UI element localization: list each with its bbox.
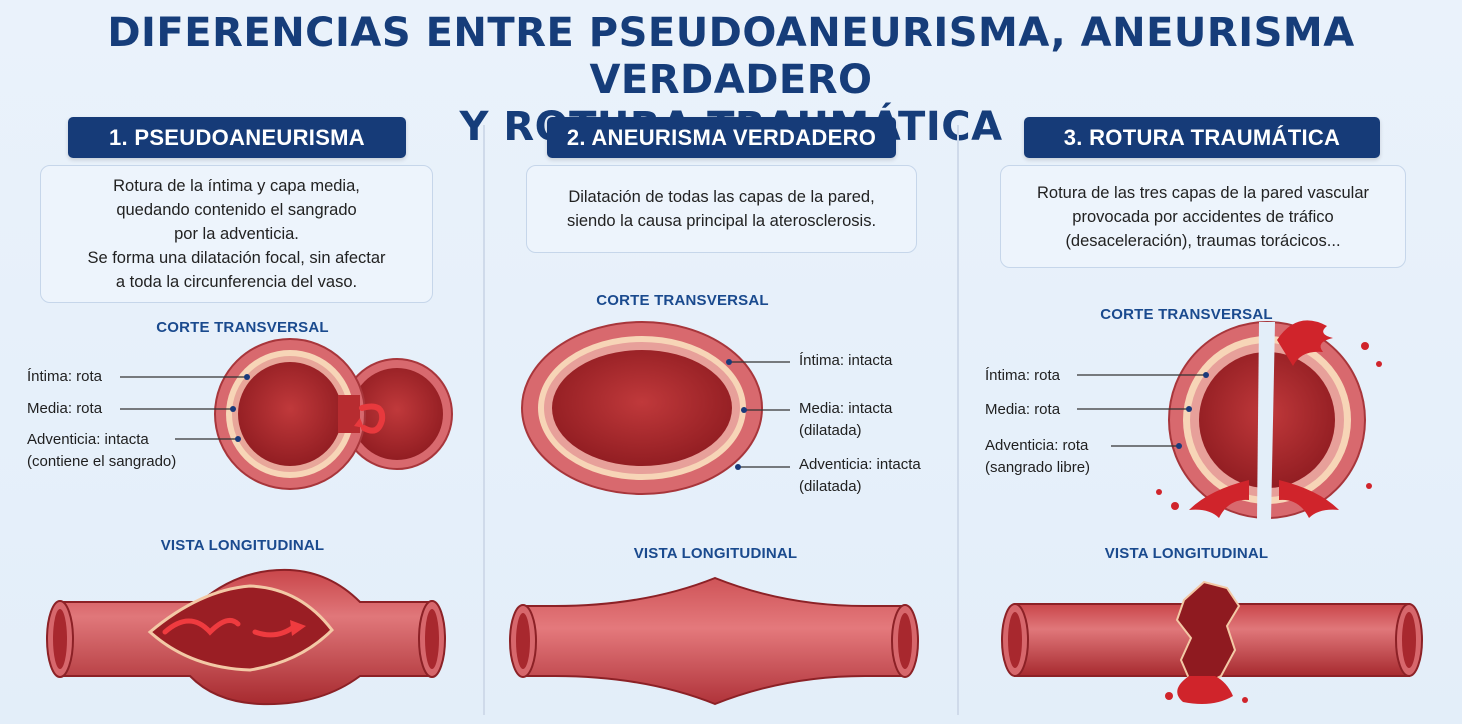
description-line: siendo la causa principal la aterosclero… bbox=[566, 212, 877, 230]
true-aneurysm-illustrations bbox=[509, 321, 919, 706]
cross-section-true-aneurysm bbox=[521, 321, 763, 495]
description-line: quedando contenido el sangrado bbox=[116, 201, 357, 219]
callout-adventicia: Adventicia: intacta(contiene el sangrado… bbox=[27, 431, 177, 470]
description-line: por la adventicia. bbox=[174, 225, 299, 243]
column-header: 1. PSEUDOANEURISMA bbox=[68, 117, 406, 158]
traumatic-rupture-illustrations bbox=[1001, 320, 1423, 704]
description-line: a toda la circunferencia del vaso. bbox=[115, 273, 358, 291]
callout-adventicia: Adventicia: intacta(dilatada) bbox=[799, 456, 921, 495]
longitudinal-traumatic-rupture bbox=[1001, 580, 1423, 704]
callout-media: Media: intacta(dilatada) bbox=[799, 400, 893, 439]
description-box: Rotura de la íntima y capa media, quedan… bbox=[40, 165, 433, 303]
column-header: 3. ROTURA TRAUMÁTICA bbox=[1024, 117, 1380, 158]
cross-section-pseudoaneurysm bbox=[214, 338, 453, 490]
cross-section-label: CORTE TRANSVERSAL bbox=[156, 319, 329, 336]
cross-section-label: CORTE TRANSVERSAL bbox=[1100, 306, 1273, 323]
callout-media: Media: rota bbox=[27, 400, 103, 417]
description-line: Rotura de las tres capas de la pared vas… bbox=[1036, 183, 1369, 202]
pseudoaneurysm-illustrations bbox=[46, 338, 453, 706]
longitudinal-label: VISTA LONGITUDINAL bbox=[633, 545, 798, 562]
longitudinal-label: VISTA LONGITUDINAL bbox=[1104, 545, 1269, 562]
longitudinal-pseudoaneurysm bbox=[46, 568, 446, 706]
column-divider bbox=[483, 125, 485, 715]
callout-intima: Íntima: intacta bbox=[799, 352, 893, 369]
description-line: Dilatación de todas las capas de la pare… bbox=[568, 188, 875, 206]
column-traumatic-rupture: 3. ROTURA TRAUMÁTICA Rotura de las tres … bbox=[959, 0, 1462, 724]
callout-intima: Íntima: rota bbox=[985, 367, 1061, 384]
column-pseudoaneurysm: 1. PSEUDOANEURISMA Rotura de la íntima y… bbox=[0, 0, 483, 724]
description-line: (desaceleración), traumas torácicos... bbox=[1065, 231, 1341, 250]
column-header: 2. ANEURISMA VERDADERO bbox=[547, 117, 896, 158]
page-title: DIFERENCIAS ENTRE PSEUDOANEURISMA, ANEUR… bbox=[0, 10, 1462, 151]
longitudinal-label: VISTA LONGITUDINAL bbox=[160, 537, 325, 554]
column-true-aneurysm: 2. ANEURISMA VERDADERO Dilatación de tod… bbox=[485, 0, 957, 724]
callout-adventicia: Adventicia: rota(sangrado libre) bbox=[985, 437, 1091, 476]
description-box: Rotura de las tres capas de la pared vas… bbox=[1000, 165, 1406, 268]
description-line: provocada por accidentes de tráfico bbox=[1072, 207, 1334, 226]
description-line: Rotura de la íntima y capa media, bbox=[113, 177, 360, 195]
description-line: Se forma una dilatación focal, sin afect… bbox=[87, 249, 386, 267]
cross-section-traumatic-rupture bbox=[1156, 320, 1382, 520]
column-divider bbox=[957, 125, 959, 715]
description-box: Dilatación de todas las capas de la pare… bbox=[526, 165, 917, 253]
callout-intima: Íntima: rota bbox=[27, 368, 103, 385]
title-line-1: DIFERENCIAS ENTRE PSEUDOANEURISMA, ANEUR… bbox=[107, 10, 1355, 103]
cross-section-label: CORTE TRANSVERSAL bbox=[596, 292, 769, 309]
longitudinal-true-aneurysm bbox=[509, 576, 919, 706]
callout-media: Media: rota bbox=[985, 401, 1061, 418]
